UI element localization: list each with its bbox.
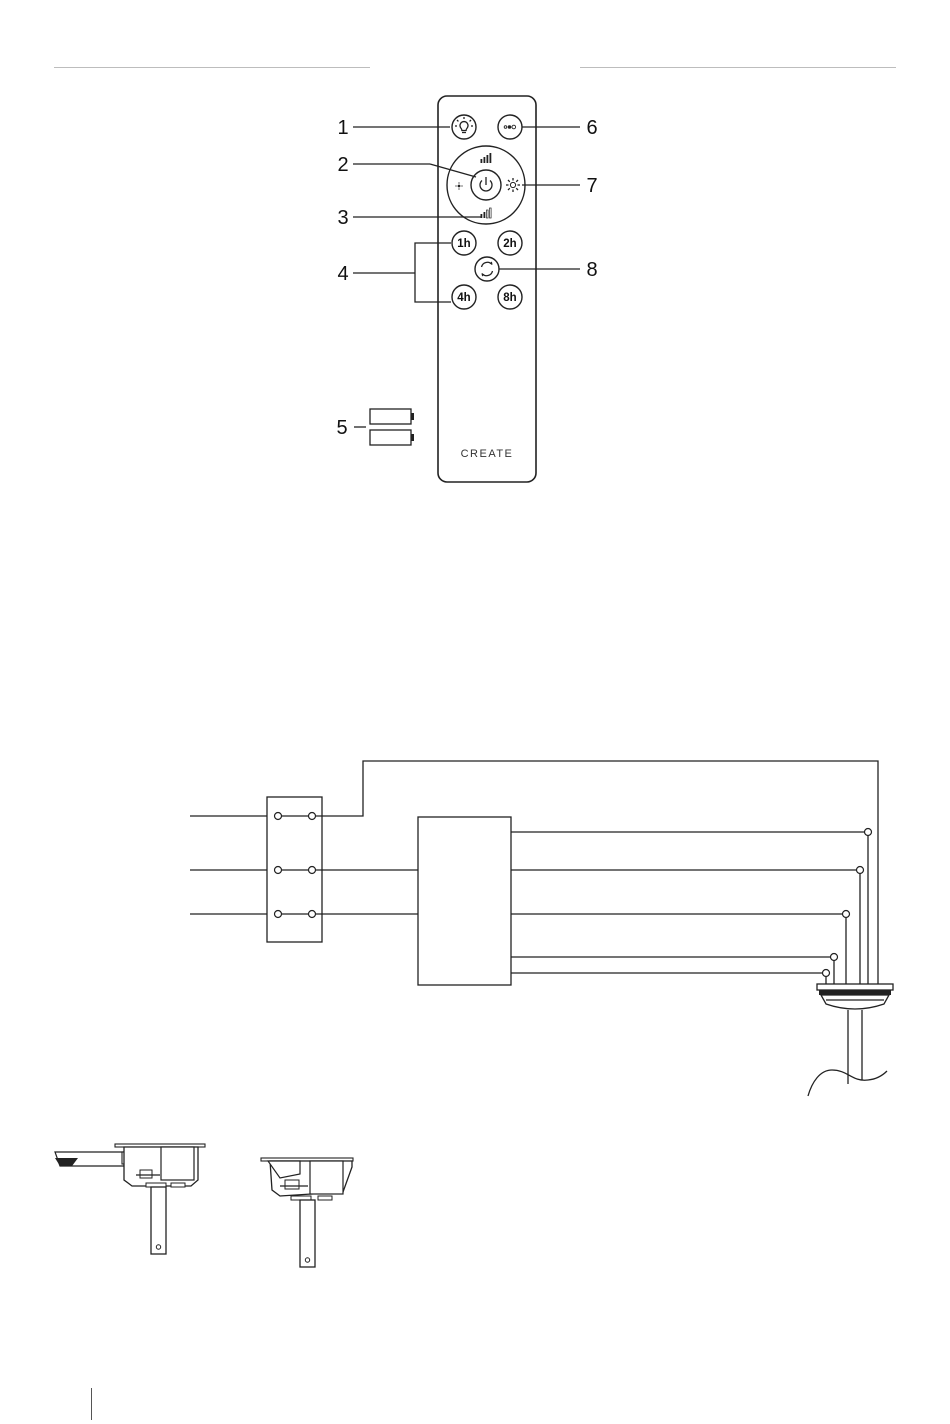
callout-2: 2 [337,154,348,176]
timer-2h-label: 2h [503,238,516,250]
bracket-side-view-a [55,1144,205,1254]
callout-6: 6 [586,117,597,139]
batteries [370,409,414,445]
bracket-side-view-b [261,1158,353,1267]
reverse-button[interactable] [475,257,499,281]
brand-logo: CREATE [461,448,514,460]
callout-5: 5 [336,417,347,439]
timer-4h-button[interactable]: 4h [452,285,476,309]
wiring-diagram [190,761,893,1096]
mode-button[interactable] [498,115,522,139]
callout-7: 7 [586,175,597,197]
timer-8h-button[interactable]: 8h [498,285,522,309]
callout-4: 4 [337,263,348,285]
remote-control: 1h 2h 4h 8h CREATE [438,96,536,482]
battery-icon [370,409,414,424]
battery-icon [370,430,414,445]
light-button[interactable] [452,115,476,139]
callout-3: 3 [337,207,348,229]
power-button[interactable] [471,170,501,200]
receiver-box [418,817,511,985]
timer-1h-button[interactable]: 1h [452,231,476,255]
downrod [808,1010,887,1096]
timer-2h-button[interactable]: 2h [498,231,522,255]
timer-8h-label: 8h [503,292,516,304]
page-margin-mark [91,1388,92,1420]
ceiling-canopy [817,984,893,1009]
callout-1: 1 [337,117,348,139]
callout-8: 8 [586,259,597,281]
timer-1h-label: 1h [457,238,470,250]
timer-4h-label: 4h [457,292,470,304]
